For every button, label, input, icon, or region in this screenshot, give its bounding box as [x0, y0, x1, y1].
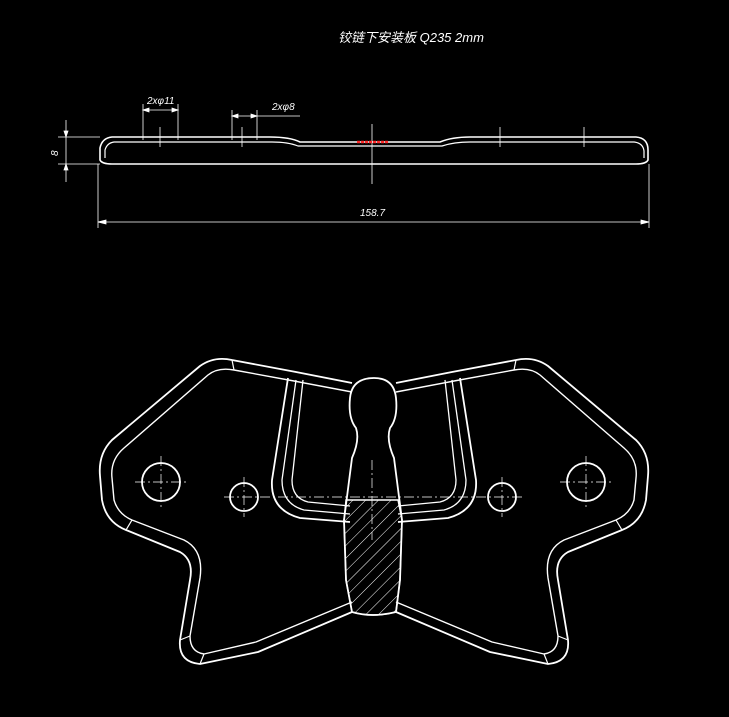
right-slot-inner: [397, 379, 457, 507]
dim-thickness-label: 8: [50, 150, 61, 156]
dim-thickness: [58, 120, 100, 182]
dim-holes-small-label: 2xφ8: [271, 102, 295, 113]
dim-length-label: 158.7: [360, 208, 385, 219]
dim-holes-small: [230, 110, 300, 140]
right-slot-mid: [397, 379, 467, 515]
side-view: [99, 124, 649, 184]
plate-profile-inner: [104, 141, 645, 158]
right-wing-inner: [395, 368, 637, 655]
dim-length: [97, 164, 650, 228]
left-slot-mid: [281, 379, 351, 515]
drawing-title: 铰链下安装板 Q235 2mm: [338, 30, 484, 45]
left-slot-outer: [271, 377, 351, 523]
left-wing-outer: [98, 357, 353, 665]
centerlines: [135, 456, 612, 540]
dim-holes-large-label: 2xφ11: [146, 96, 174, 107]
left-slot-inner: [291, 379, 351, 507]
dim-holes-large: [141, 104, 180, 140]
plate-profile-outer: [99, 136, 649, 165]
bend-marks: [125, 359, 623, 665]
right-slot-outer: [397, 377, 477, 523]
plan-view: [98, 357, 650, 665]
right-wing-outer: [395, 357, 650, 665]
left-wing-inner: [111, 368, 353, 655]
section-hatch: [343, 499, 403, 616]
